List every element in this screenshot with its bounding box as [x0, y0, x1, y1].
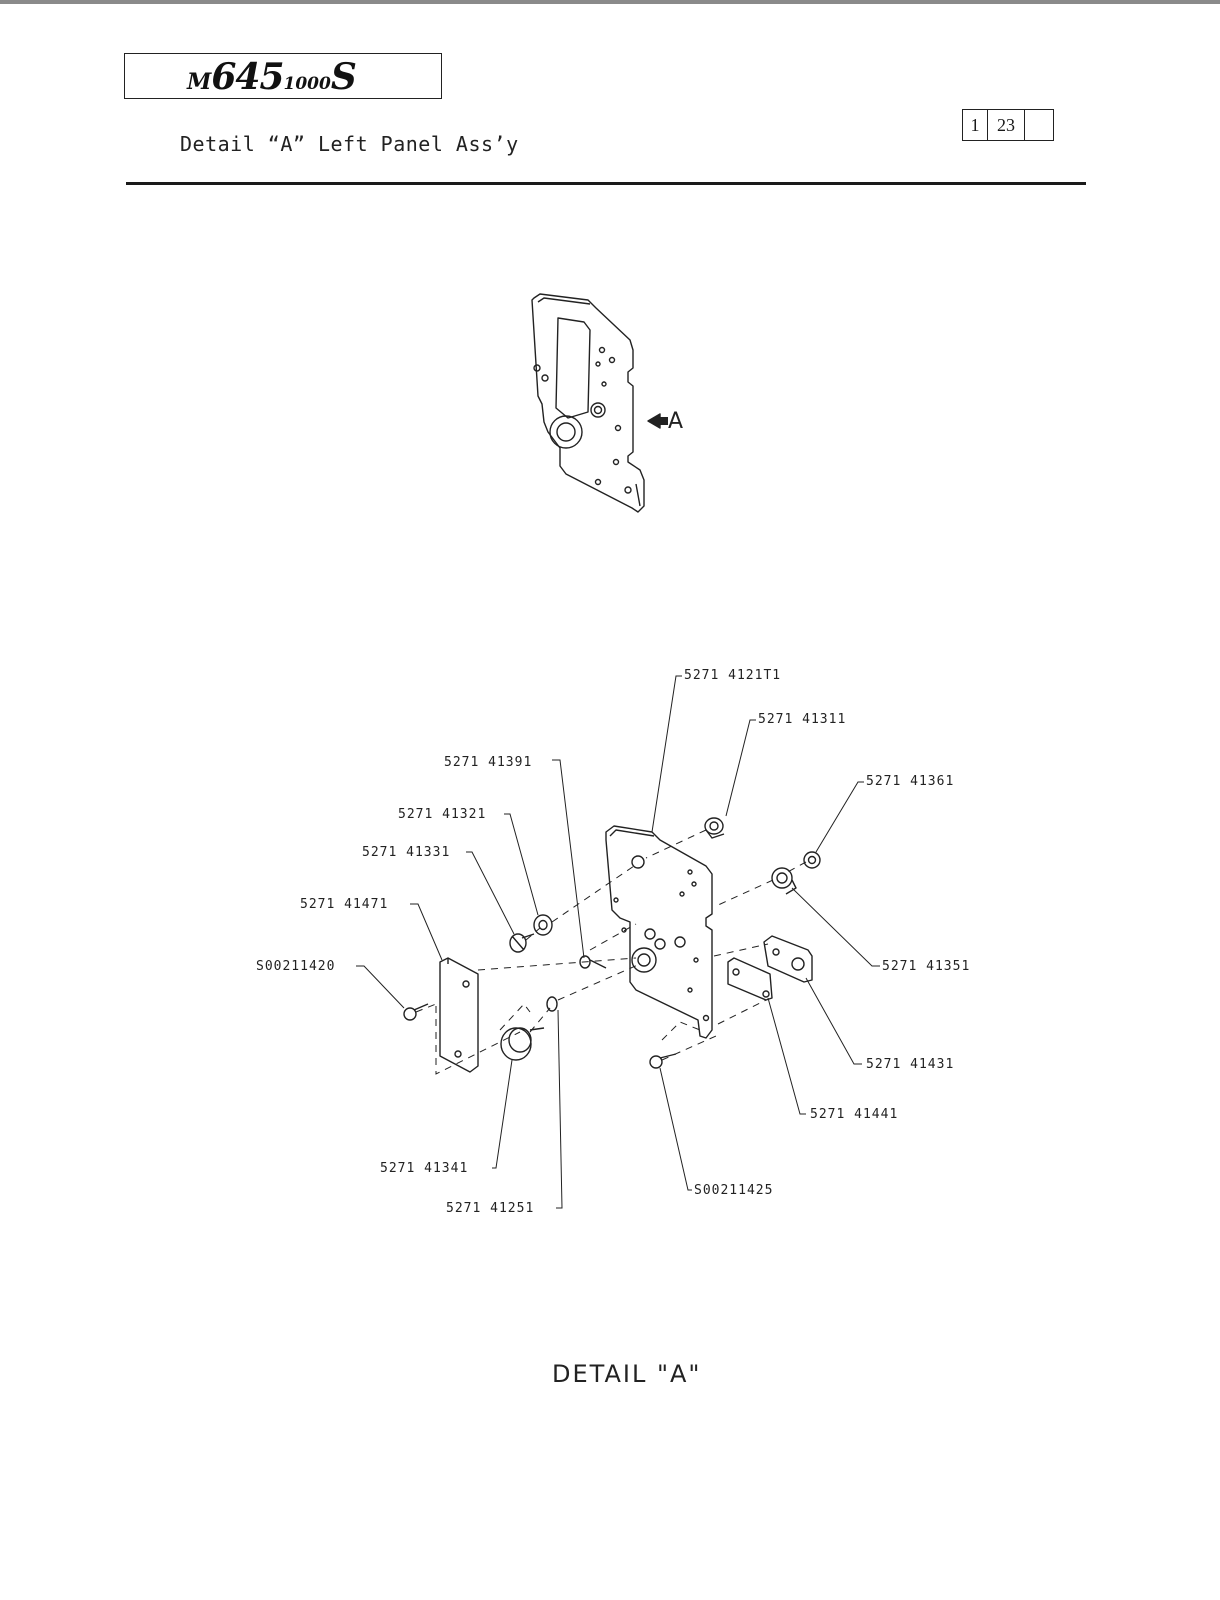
- part-label: 5271 41311: [758, 712, 846, 727]
- part-41331: [509, 933, 535, 953]
- overview-arrow-label: A: [668, 409, 683, 434]
- part-41441-plate: [727, 957, 773, 1001]
- part-side-panel: [605, 825, 713, 1039]
- part-41341: [500, 1027, 545, 1061]
- section-number: 1: [963, 110, 988, 140]
- part-label: 5271 41471: [300, 897, 388, 912]
- part-label: 5271 41331: [362, 845, 450, 860]
- part-41431-bracket: [763, 935, 813, 983]
- model-suffix-digits: 1000: [283, 74, 331, 94]
- model-number: M6451000S: [187, 56, 357, 98]
- part-label: 5271 41251: [446, 1201, 534, 1216]
- model-suffix-letter: S: [330, 56, 357, 98]
- overview-arrow: [647, 413, 668, 429]
- part-s00211425-screw: [649, 1053, 677, 1069]
- part-label: 5271 4121T1: [684, 668, 781, 683]
- overview-panel-drawing: [531, 293, 645, 513]
- part-41391: [579, 955, 607, 969]
- diagram-caption: DETAIL "A": [552, 1360, 701, 1388]
- part-41471-plate: [439, 957, 479, 1073]
- part-label: 5271 41341: [380, 1161, 468, 1176]
- scan-edge-line: [0, 0, 1220, 4]
- part-label: S00211425: [694, 1183, 773, 1198]
- model-prefix: M: [187, 69, 212, 95]
- part-label: 5271 41321: [398, 807, 486, 822]
- page-title: Detail “A” Left Panel Ass’y: [180, 132, 519, 156]
- part-41311: [704, 817, 725, 839]
- model-number-box: M6451000S: [124, 53, 442, 99]
- part-s00211420-screw: [403, 1003, 429, 1021]
- page-number-box: 1 23: [962, 109, 1054, 141]
- assembly-lines: [415, 829, 807, 1075]
- part-label: 5271 41431: [866, 1057, 954, 1072]
- model-main-number: 645: [211, 56, 284, 98]
- header-rule: [126, 182, 1086, 185]
- part-label: 5271 41391: [444, 755, 532, 770]
- part-41351: [771, 867, 797, 895]
- page-number: 23: [988, 110, 1025, 140]
- part-label: 5271 41351: [882, 959, 970, 974]
- leader-lines: [356, 675, 880, 1209]
- part-label: 5271 41441: [810, 1107, 898, 1122]
- part-41321: [533, 914, 553, 936]
- part-label: S00211420: [256, 959, 335, 974]
- part-41251: [546, 996, 558, 1012]
- part-label: 5271 41361: [866, 774, 954, 789]
- part-41361: [803, 851, 821, 869]
